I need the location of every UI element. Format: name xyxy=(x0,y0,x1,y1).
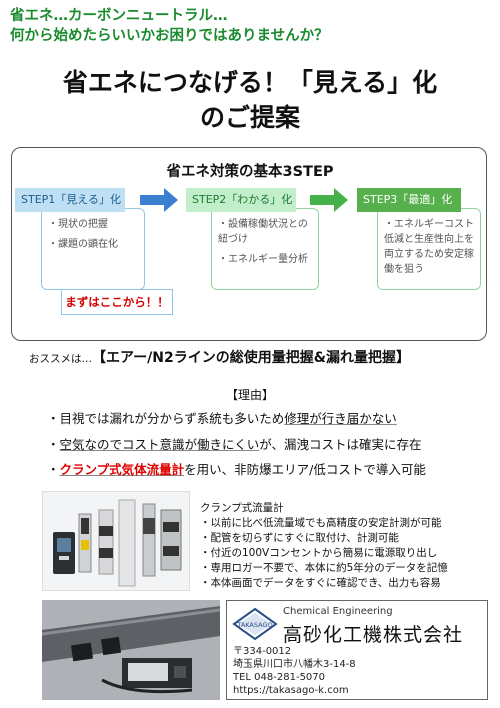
step2-item: ・設備稼働状況との紐づけ xyxy=(218,219,308,245)
street-address: 埼玉県川口市八幡木3-14-8 xyxy=(233,659,356,670)
tagline: 省エネ…カーボンニュートラル… 何から始めたらいいかお困りではありませんか？ xyxy=(10,6,329,46)
postal-code: 〒334-0012 xyxy=(233,646,292,657)
reason-line-1: ・目視では漏れが分からず系統も多いため修理が行き届かない xyxy=(47,408,397,427)
reason-line-2: ・空気なのでコスト意識が働きにくいが、漏洩コストは確実に存在 xyxy=(47,434,422,453)
product-features: クランプ式流量計 ・以前に比べ低流量域でも高精度の安定計測が可能 ・配管を切らず… xyxy=(200,501,448,591)
steps-panel-title: 省エネ対策の基本3STEP xyxy=(166,164,334,180)
page-title: 省エネにつなげる！「見える」化 xyxy=(62,68,438,97)
step1-box: ・現状の把握 ・課題の顕在化 xyxy=(41,208,145,290)
arrow-right-icon xyxy=(140,195,164,205)
company-info-box xyxy=(226,600,488,700)
step1-label: STEP1「見える」化 xyxy=(15,188,125,212)
steps-panel xyxy=(11,147,487,341)
company-name: 高砂化工機株式会社 xyxy=(283,624,464,646)
page-title-line-2: のご提案 xyxy=(199,103,300,132)
step1-item: ・課題の顕在化 xyxy=(48,239,118,250)
product-feature: ・専用ロガー不要で、本体に約5年分のデータを記憶 xyxy=(200,562,448,574)
arrow-right-icon xyxy=(310,195,334,205)
recommendation-text: 【エアー/N2ラインの総使用量把握&漏れ量把握】 xyxy=(92,350,410,366)
product-name: クランプ式流量計 xyxy=(200,502,284,514)
reason-text: を用い、非防爆エリア/低コストで導入可能 xyxy=(184,462,426,477)
step2-item: ・エネルギー量分析 xyxy=(218,254,308,265)
step1-item: ・現状の把握 xyxy=(48,219,108,230)
product-feature: ・配管を切らずにすぐに取付け、計測可能 xyxy=(200,532,399,544)
company-logo-text: TAKASAGO xyxy=(236,621,272,629)
product-feature: ・本体画面でデータをすぐに確認でき、出力も容易 xyxy=(200,577,441,589)
reason-line-3: ・クランプ式気体流量計を用い、非防爆エリア/低コストで導入可能 xyxy=(47,459,426,478)
product-feature: ・付近の100Vコンセントから簡易に電源取り出し xyxy=(200,547,438,559)
reason-bullet: ・ xyxy=(47,437,60,452)
phone-number: TEL 048-281-5070 xyxy=(233,672,326,683)
reason-text: ・目視では漏れが分からず系統も多いため xyxy=(47,411,285,426)
arrow-head-icon xyxy=(164,188,178,212)
step3-item: ・エネルギーコスト低減と生産性向上を両立するため安定稼働を狙う xyxy=(384,219,474,275)
arrow-head-icon xyxy=(334,188,348,212)
recommendation-prefix: おススメは… xyxy=(29,353,92,365)
flowmeter-product-image xyxy=(42,491,190,591)
reason-emphasis: 修理が行き届かない xyxy=(284,411,397,426)
tagline-line-2: 何から始めたらいいかお困りではありませんか？ xyxy=(10,28,329,44)
step3-label: STEP3「最適」化 xyxy=(357,188,461,212)
company-logo-icon: TAKASAGO xyxy=(232,607,278,641)
step2-box: ・設備稼働状況との紐づけ ・エネルギー量分析 xyxy=(211,208,319,290)
step3-box: ・エネルギーコスト低減と生産性向上を両立するため安定稼働を狙う xyxy=(377,208,481,290)
reason-emphasis: クランプ式気体流量計 xyxy=(59,462,185,477)
company-address: 〒334-0012 埼玉県川口市八幡木3-14-8 TEL 048-281-50… xyxy=(233,645,356,697)
recommendation: おススメは…【エアー/N2ラインの総使用量把握&漏れ量把握】 xyxy=(29,347,410,367)
pipe-installation-photo xyxy=(41,600,221,700)
start-here-callout: まずはここから！！ xyxy=(61,289,173,315)
reason-emphasis: 空気なのでコスト意識が働きにくい xyxy=(59,437,260,452)
reason-text: が、漏洩コストは確実に存在 xyxy=(259,437,422,452)
reasons-heading: 【理由】 xyxy=(225,388,274,402)
website-link[interactable]: https://takasago-k.com xyxy=(233,685,349,696)
company-tagline: Chemical Engineering xyxy=(283,606,393,617)
product-feature: ・以前に比べ低流量域でも高精度の安定計測が可能 xyxy=(200,517,442,529)
tagline-line-1: 省エネ…カーボンニュートラル… xyxy=(10,8,228,24)
reason-bullet: ・ xyxy=(47,462,60,477)
step2-label: STEP2「わかる」化 xyxy=(186,188,296,212)
